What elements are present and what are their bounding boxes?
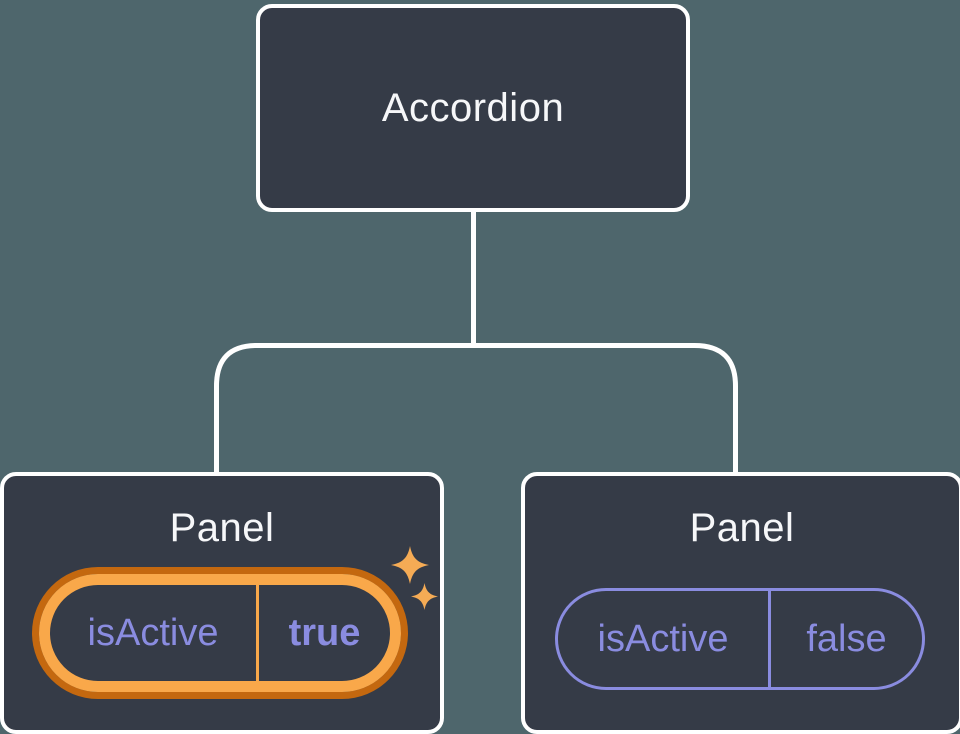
state-key-label: isActive: [597, 617, 729, 660]
component-node-panel-active: Panel isActive true: [0, 472, 444, 734]
state-pill-inactive: isActive false: [555, 588, 925, 690]
connector-branch: [214, 343, 738, 478]
sparkle-icon: [411, 583, 438, 610]
component-label: Panel: [689, 506, 795, 550]
pill-divider: [768, 591, 771, 687]
state-value-label: false: [806, 617, 887, 660]
component-label: Accordion: [381, 85, 565, 130]
component-node-accordion: Accordion: [256, 4, 690, 212]
component-node-panel-inactive: Panel isActive false: [521, 472, 960, 734]
component-label: Panel: [169, 506, 275, 550]
pill-divider: [256, 585, 259, 681]
state-pill-active: isActive true: [39, 574, 401, 692]
state-key-label: isActive: [87, 611, 219, 654]
sparkle-icon: [391, 546, 429, 584]
state-value-label: true: [288, 611, 361, 654]
